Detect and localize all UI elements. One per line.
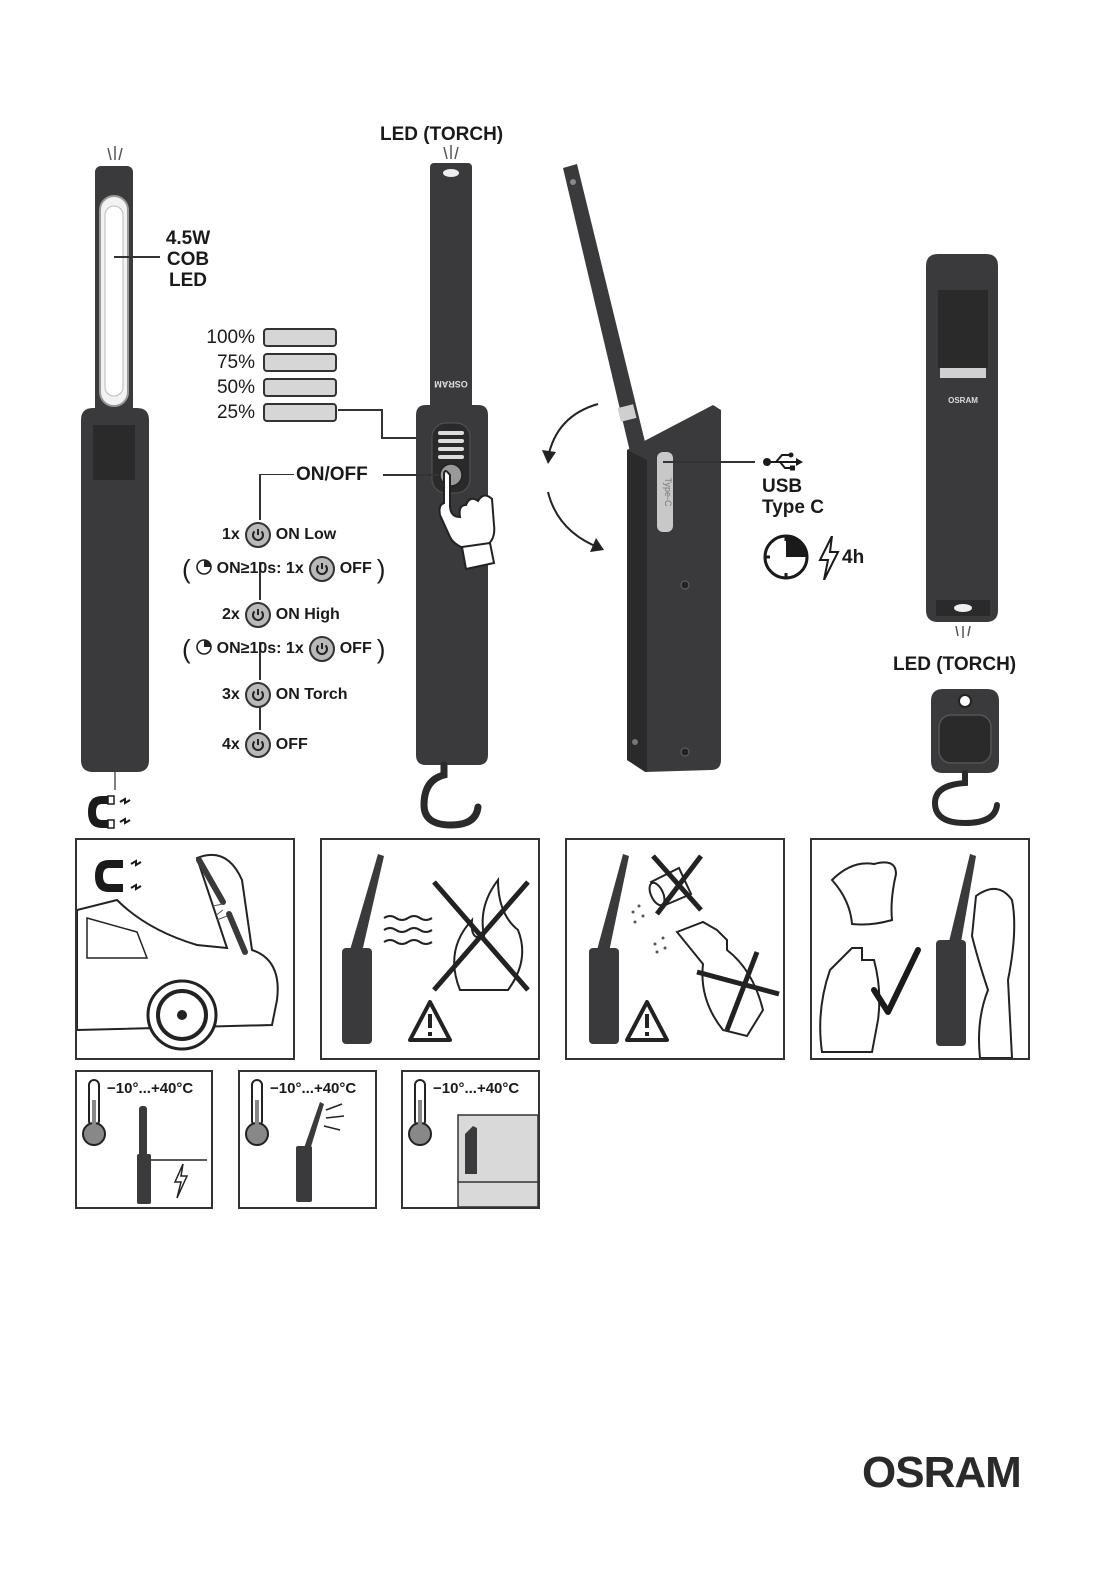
device-brand-text: OSRAM: [948, 396, 978, 405]
panel-no-liquids: [565, 838, 785, 1060]
temperature-range: −10°...+40°C: [270, 1080, 356, 1097]
mode-text: OFF: [340, 640, 372, 658]
cob-led: LED: [160, 270, 216, 291]
power-icon: [309, 556, 335, 582]
timer-icon: [196, 559, 212, 580]
magnet-icon: [86, 792, 146, 837]
panel-magnet-car: [75, 838, 295, 1060]
usb-text: USB: [762, 476, 824, 497]
brightness-bar: [263, 353, 337, 372]
mode-text: ON Low: [276, 526, 336, 544]
mode-count: 2x: [222, 606, 240, 624]
device-side-view: OSRAM: [400, 145, 510, 835]
device-back-view: OSRAM: [920, 250, 1010, 640]
on-off-label: ON/OFF: [296, 464, 368, 485]
paren-open: (: [182, 636, 191, 662]
mode-timer-row: ( ON≥10s: 1x OFF ): [182, 636, 385, 662]
port-label: Type-C: [663, 477, 673, 507]
led-torch-top-label: LED (TORCH): [380, 124, 503, 145]
brightness-row: 100%: [195, 325, 337, 350]
brightness-bar: [263, 403, 337, 422]
cob-led-label: 4.5W COB LED: [160, 228, 216, 291]
timer-text: ON≥10s: 1x: [217, 560, 304, 578]
brightness-row: 75%: [195, 350, 337, 375]
paren-close: ): [377, 556, 386, 582]
panel-cleaning-ok: [810, 838, 1030, 1060]
mode-4-row: 4x OFF: [222, 732, 308, 758]
mode-timer-row: ( ON≥10s: 1x OFF ): [182, 556, 385, 582]
usb-type-c-label: USB Type C: [762, 476, 824, 518]
device-bottom-view: [925, 685, 1005, 835]
brightness-row: 50%: [195, 375, 337, 400]
mode-text: ON High: [276, 606, 340, 624]
usb-leader: [663, 461, 755, 463]
rotation-arrows-icon: [536, 400, 616, 560]
mode-text: OFF: [276, 736, 308, 754]
led-torch-right-label: LED (TORCH): [893, 654, 1016, 675]
on-off-leader: [383, 474, 439, 476]
brightness-25: 25%: [195, 402, 255, 424]
charge-clock-icon: [762, 533, 812, 588]
charge-time: 4h: [842, 547, 864, 568]
brightness-levels: 100% 75% 50% 25%: [195, 325, 337, 425]
paren-open: (: [182, 556, 191, 582]
mode-count: 1x: [222, 526, 240, 544]
cob-power: 4.5W: [160, 228, 216, 249]
power-icon: [245, 522, 271, 548]
power-icon: [245, 682, 271, 708]
mode-text: OFF: [340, 560, 372, 578]
temperature-range: −10°...+40°C: [433, 1080, 519, 1097]
cob-leader-line: [114, 256, 160, 258]
device-front-view: [75, 140, 165, 840]
temperature-range: −10°...+40°C: [107, 1080, 193, 1097]
power-icon: [245, 602, 271, 628]
brightness-row: 25%: [195, 400, 337, 425]
brightness-100: 100%: [195, 327, 255, 349]
type-c-text: Type C: [762, 497, 824, 518]
cob-type: COB: [160, 249, 216, 270]
power-icon: [245, 732, 271, 758]
timer-text: ON≥10s: 1x: [217, 640, 304, 658]
mode-text: ON Torch: [276, 686, 348, 704]
brightness-bar: [263, 328, 337, 347]
timer-icon: [196, 639, 212, 660]
brightness-50: 50%: [195, 377, 255, 399]
osram-logo: OSRAM: [862, 1448, 1021, 1498]
usb-icon: [762, 452, 804, 477]
mode-1-row: 1x ON Low: [222, 522, 336, 548]
brightness-bar: [263, 378, 337, 397]
mode-3-row: 3x ON Torch: [222, 682, 348, 708]
brightness-75: 75%: [195, 352, 255, 374]
lightning-icon: [818, 536, 840, 585]
mode-count: 4x: [222, 736, 240, 754]
mode-2-row: 2x ON High: [222, 602, 340, 628]
mode-count: 3x: [222, 686, 240, 704]
panel-temp-operation: −10°...+40°C: [238, 1070, 377, 1209]
device-brand-text: OSRAM: [434, 379, 468, 389]
panel-no-heat: [320, 838, 540, 1060]
paren-close: ): [377, 636, 386, 662]
panel-temp-charging: −10°...+40°C: [75, 1070, 213, 1209]
power-icon: [309, 636, 335, 662]
panel-temp-storage: −10°...+40°C: [401, 1070, 540, 1209]
